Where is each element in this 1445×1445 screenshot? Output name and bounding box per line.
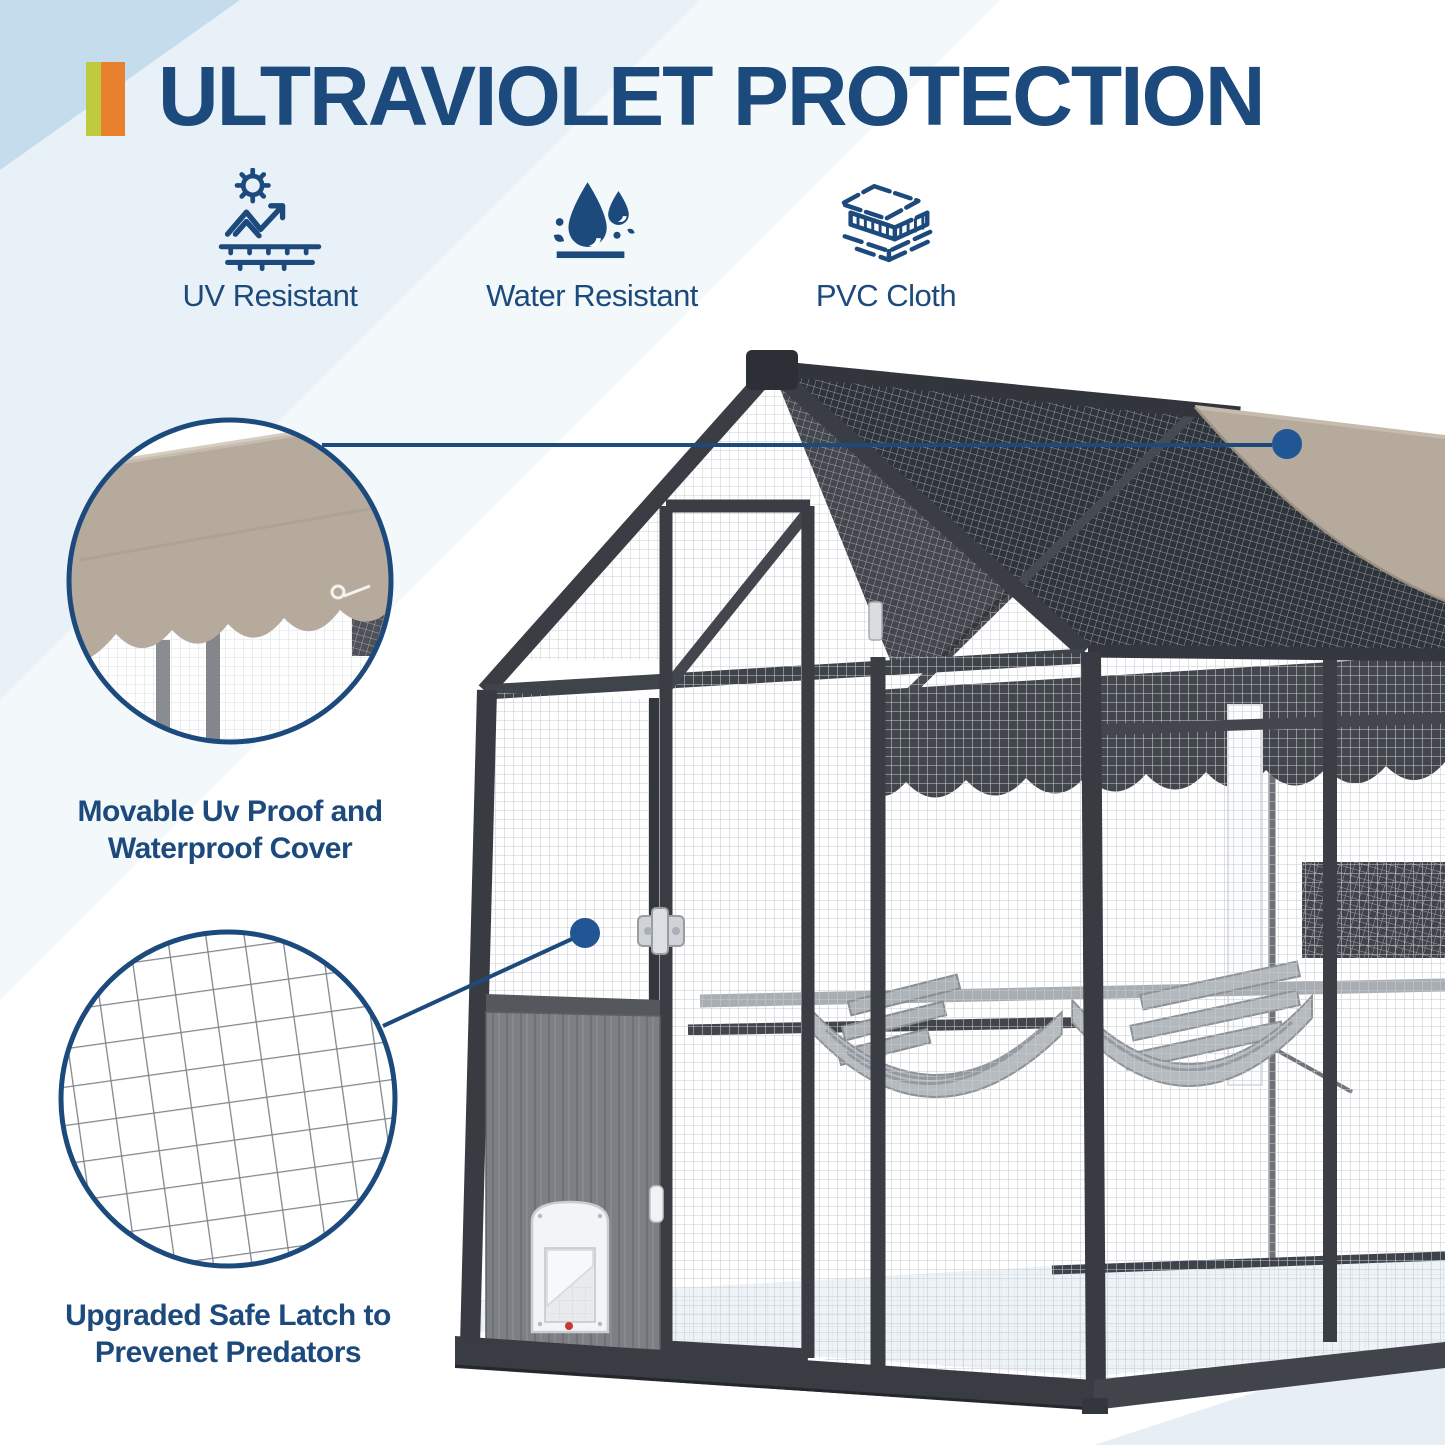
roof-cover — [1195, 407, 1445, 601]
front-left-post — [460, 689, 497, 1346]
caption-latch-line1: Upgraded Safe Latch to — [65, 1299, 391, 1332]
eave-beam — [1087, 644, 1445, 662]
caption-cover: Movable Uv Proof and Waterproof Cover — [0, 794, 460, 867]
safe-latch — [637, 907, 685, 955]
feature-pvc-cloth: PVC Cloth — [746, 168, 1026, 314]
base-frame-side — [1094, 1342, 1445, 1410]
pvc-cloth-icon — [830, 168, 942, 272]
cover-detail-circle — [66, 417, 394, 745]
cover-awning — [69, 420, 391, 663]
wood-panel — [485, 1011, 661, 1351]
accent-bar-lime — [86, 62, 101, 136]
caption-cover-line1: Movable Uv Proof and — [77, 795, 383, 828]
door-handle — [649, 1185, 664, 1223]
feature-label: Water Resistant — [486, 278, 698, 313]
feature-label: UV Resistant — [182, 278, 358, 313]
mesh-detail-circle — [58, 929, 398, 1269]
callout-dot-latch — [570, 918, 600, 948]
feature-uv-resistant: UV Resistant — [130, 168, 410, 314]
water-resistant-icon — [542, 168, 642, 272]
caption-latch: Upgraded Safe Latch to Prevenet Predator… — [0, 1298, 458, 1371]
cat-flap-lock — [565, 1322, 573, 1330]
roof-ridge-beam — [771, 360, 1241, 422]
caption-latch-line2: Prevenet Predators — [94, 1335, 362, 1369]
cat-flap-door — [530, 1200, 610, 1334]
title-accent-bars — [86, 62, 125, 136]
page-title: ULTRAVIOLET PROTECTION — [158, 49, 1266, 143]
catio-side-wall — [1091, 652, 1445, 1394]
callout-line-latch — [382, 936, 575, 1028]
callout-dot-cover — [1272, 429, 1302, 459]
uv-resistant-icon — [215, 168, 325, 272]
accent-bar-orange — [101, 62, 125, 136]
caption-cover-line2: Waterproof Cover — [107, 831, 353, 865]
callout-top — [66, 417, 1302, 745]
front-right-post — [1081, 651, 1106, 1399]
base-frame-front — [455, 1336, 1094, 1410]
feature-water-resistant: Water Resistant — [452, 168, 732, 314]
feature-label: PVC Cloth — [815, 278, 957, 313]
catio-front-wall — [454, 499, 1445, 1414]
upper-latch — [868, 601, 883, 641]
